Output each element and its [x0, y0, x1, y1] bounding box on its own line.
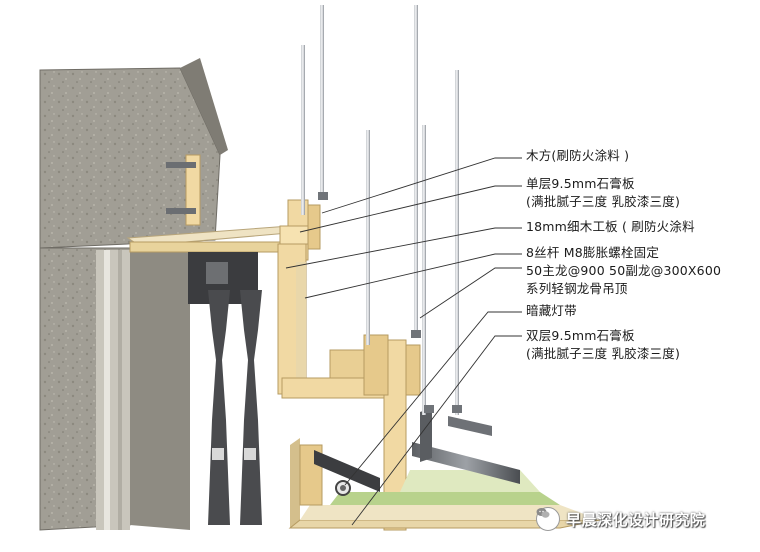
callout-double-gypsum-board: 双层9.5mm石膏板 (满批腻子三度 乳胶漆三度) [526, 328, 681, 361]
callout-hidden-led-strip: 暗藏灯带 [526, 303, 577, 318]
wechat-icon [536, 507, 560, 531]
leader-lines [285, 157, 522, 526]
timber-frame [277, 199, 421, 531]
watermark-text: 早晨深化设计研究院 [566, 510, 706, 529]
concrete-wall [39, 58, 228, 531]
timber-batten-wall [166, 154, 201, 226]
callout-single-gypsum-board: 单层9.5mm石膏板 (满批腻子三度 乳胶漆三度) [526, 176, 681, 209]
watermark: 早晨深化设计研究院 [536, 507, 706, 531]
curtain-assembly [188, 252, 262, 525]
callout-hanger-and-keel: 8丝杆 M8膨胀螺栓固定 50主龙@900 50副龙@300X600 系列轻钢龙… [526, 245, 722, 296]
led-strip [314, 450, 380, 496]
callout-blockboard: 18mm细木工板 ( 刷防火涂料 [526, 219, 695, 234]
callout-timber-batten: 木方(刷防火涂料 ) [526, 148, 630, 163]
light-steel-keel [412, 408, 520, 484]
